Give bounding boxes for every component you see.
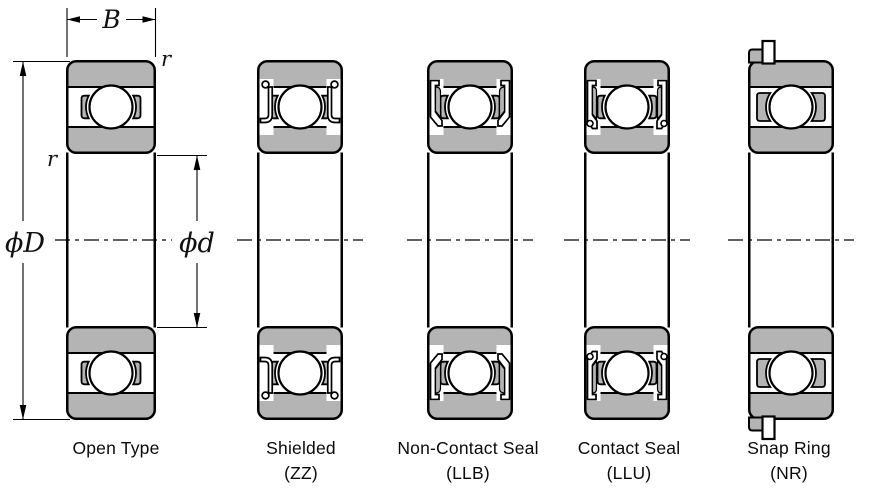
bearing-figure-contact-seal — [564, 0, 690, 470]
arrowhead-right-icon — [142, 16, 156, 23]
bearing-name: Shielded — [266, 438, 336, 458]
dimension-outer-diameter — [13, 60, 70, 421]
dim-label-outer-diameter: ϕD — [5, 228, 45, 259]
bearing-name: Snap Ring — [747, 438, 831, 458]
arrowhead-up-icon — [193, 155, 201, 170]
arrowhead-left-icon — [67, 16, 80, 23]
bearing-code: (ZZ) — [284, 463, 318, 484]
arrowhead-up-icon — [19, 61, 27, 76]
bearing-label-snap-ring: Snap Ring (NR) — [694, 436, 884, 487]
bearing-code: (NR) — [770, 463, 808, 484]
bearing-code: (LLB) — [446, 463, 490, 484]
bearing-label-open-type: Open Type — [21, 436, 211, 461]
dim-label-chamfer-mid: r — [47, 147, 59, 171]
bearing-label-shielded: Shielded (ZZ) — [206, 436, 396, 487]
bearing-label-non-contact-seal: Non-Contact Seal (LLB) — [373, 436, 563, 487]
dim-label-width: B — [101, 5, 120, 34]
bearing-name: Open Type — [72, 438, 160, 458]
bearing-label-contact-seal: Contact Seal (LLU) — [534, 436, 724, 487]
arrowhead-down-icon — [19, 405, 27, 420]
bearing-figure-non-contact-seal — [407, 0, 533, 470]
dim-label-bore-diameter: ϕd — [179, 228, 215, 259]
bearing-code: (LLU) — [606, 463, 652, 484]
bearing-name: Contact Seal — [577, 438, 681, 458]
bearing-figure-shielded — [237, 0, 363, 470]
bearing-name: Non-Contact Seal — [397, 438, 539, 458]
dim-label-chamfer-top: r — [161, 47, 173, 71]
bearing-figure-open-type: B r r ϕD ϕd — [5, 5, 215, 421]
bearing-figure-snap-ring — [728, 0, 854, 475]
arrowhead-down-icon — [193, 313, 201, 328]
